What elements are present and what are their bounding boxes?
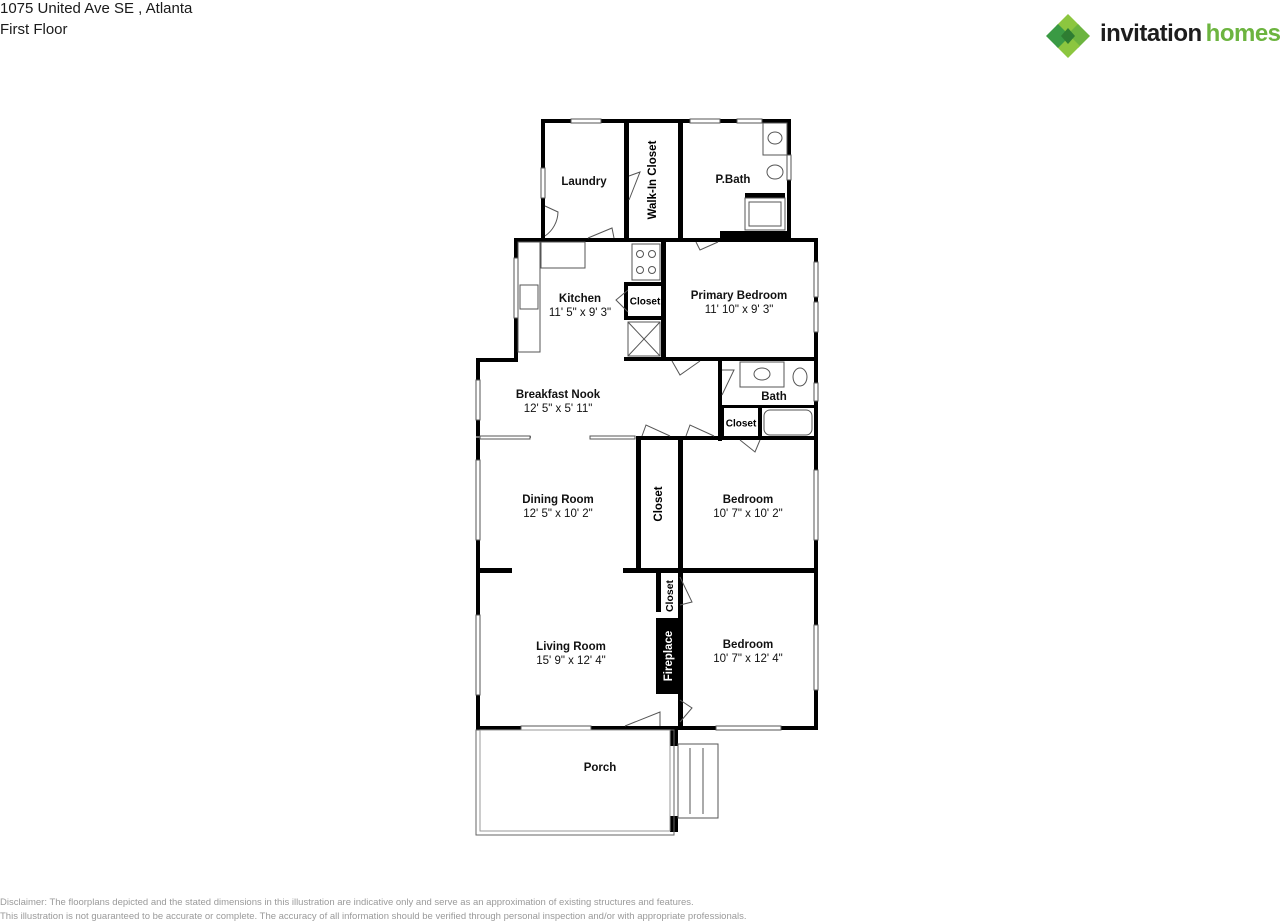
room-name: Porch xyxy=(583,762,617,774)
room-label-fireplace: Fireplace xyxy=(663,630,675,682)
room-dimensions: 10' 7" x 10' 2" xyxy=(713,508,783,520)
room-label-kitchen: Kitchen 11' 5" x 9' 3" xyxy=(549,292,611,320)
room-name: Bedroom xyxy=(722,639,774,651)
room-name: Bedroom xyxy=(722,494,774,506)
room-label-bath: Bath xyxy=(761,390,787,404)
logo-text-homes: homes xyxy=(1205,20,1280,47)
room-dimensions: 12' 5" x 5' 11" xyxy=(523,403,593,415)
room-label-bedroom-2: Bedroom 10' 7" x 12' 4" xyxy=(713,638,782,666)
room-name: Bath xyxy=(761,391,787,403)
room-label-bedroom-1: Bedroom 10' 7" x 10' 2" xyxy=(713,493,782,521)
disclaimer-line-1: Disclaimer: The floorplans depicted and … xyxy=(0,897,694,908)
room-label-bath-closet: Closet xyxy=(725,418,757,430)
room-name: Kitchen xyxy=(558,293,602,305)
clover-diamond-logo-icon xyxy=(1046,14,1090,58)
room-label-pbath: P.Bath xyxy=(716,173,751,187)
room-label-laundry: Laundry xyxy=(561,175,606,189)
room-name: Living Room xyxy=(536,641,606,653)
room-dimensions: 10' 7" x 12' 4" xyxy=(713,653,783,665)
room-label-porch: Porch xyxy=(584,761,617,775)
floor-label: First Floor xyxy=(0,21,68,38)
room-name: Dining Room xyxy=(522,494,594,506)
room-label-hall-closet: Closet xyxy=(653,486,665,522)
room-name: P.Bath xyxy=(715,174,751,186)
room-label-dining-room: Dining Room 12' 5" x 10' 2" xyxy=(522,493,594,521)
room-dimensions: 12' 5" x 10' 2" xyxy=(523,508,593,520)
room-label-primary-bedroom: Primary Bedroom 11' 10" x 9' 3" xyxy=(691,289,788,317)
room-label-living-closet: Closet xyxy=(664,579,676,613)
room-label-kitchen-closet: Closet xyxy=(629,296,661,308)
room-dimensions: 11' 10" x 9' 3" xyxy=(704,304,774,316)
room-label-walkin-closet: Walk-In Closet xyxy=(647,140,659,220)
room-name: Breakfast Nook xyxy=(515,389,601,401)
room-dimensions: 15' 9" x 12' 4" xyxy=(536,655,606,667)
logo-text-invitation: invitation xyxy=(1100,20,1202,47)
room-name: Laundry xyxy=(561,176,607,188)
room-dimensions: 11' 5" x 9' 3" xyxy=(548,307,612,319)
property-address: 1075 United Ave SE , Atlanta xyxy=(0,0,193,17)
room-name: Primary Bedroom xyxy=(690,290,788,302)
room-label-living-room: Living Room 15' 9" x 12' 4" xyxy=(536,640,606,668)
room-label-breakfast-nook: Breakfast Nook 12' 5" x 5' 11" xyxy=(516,388,600,416)
